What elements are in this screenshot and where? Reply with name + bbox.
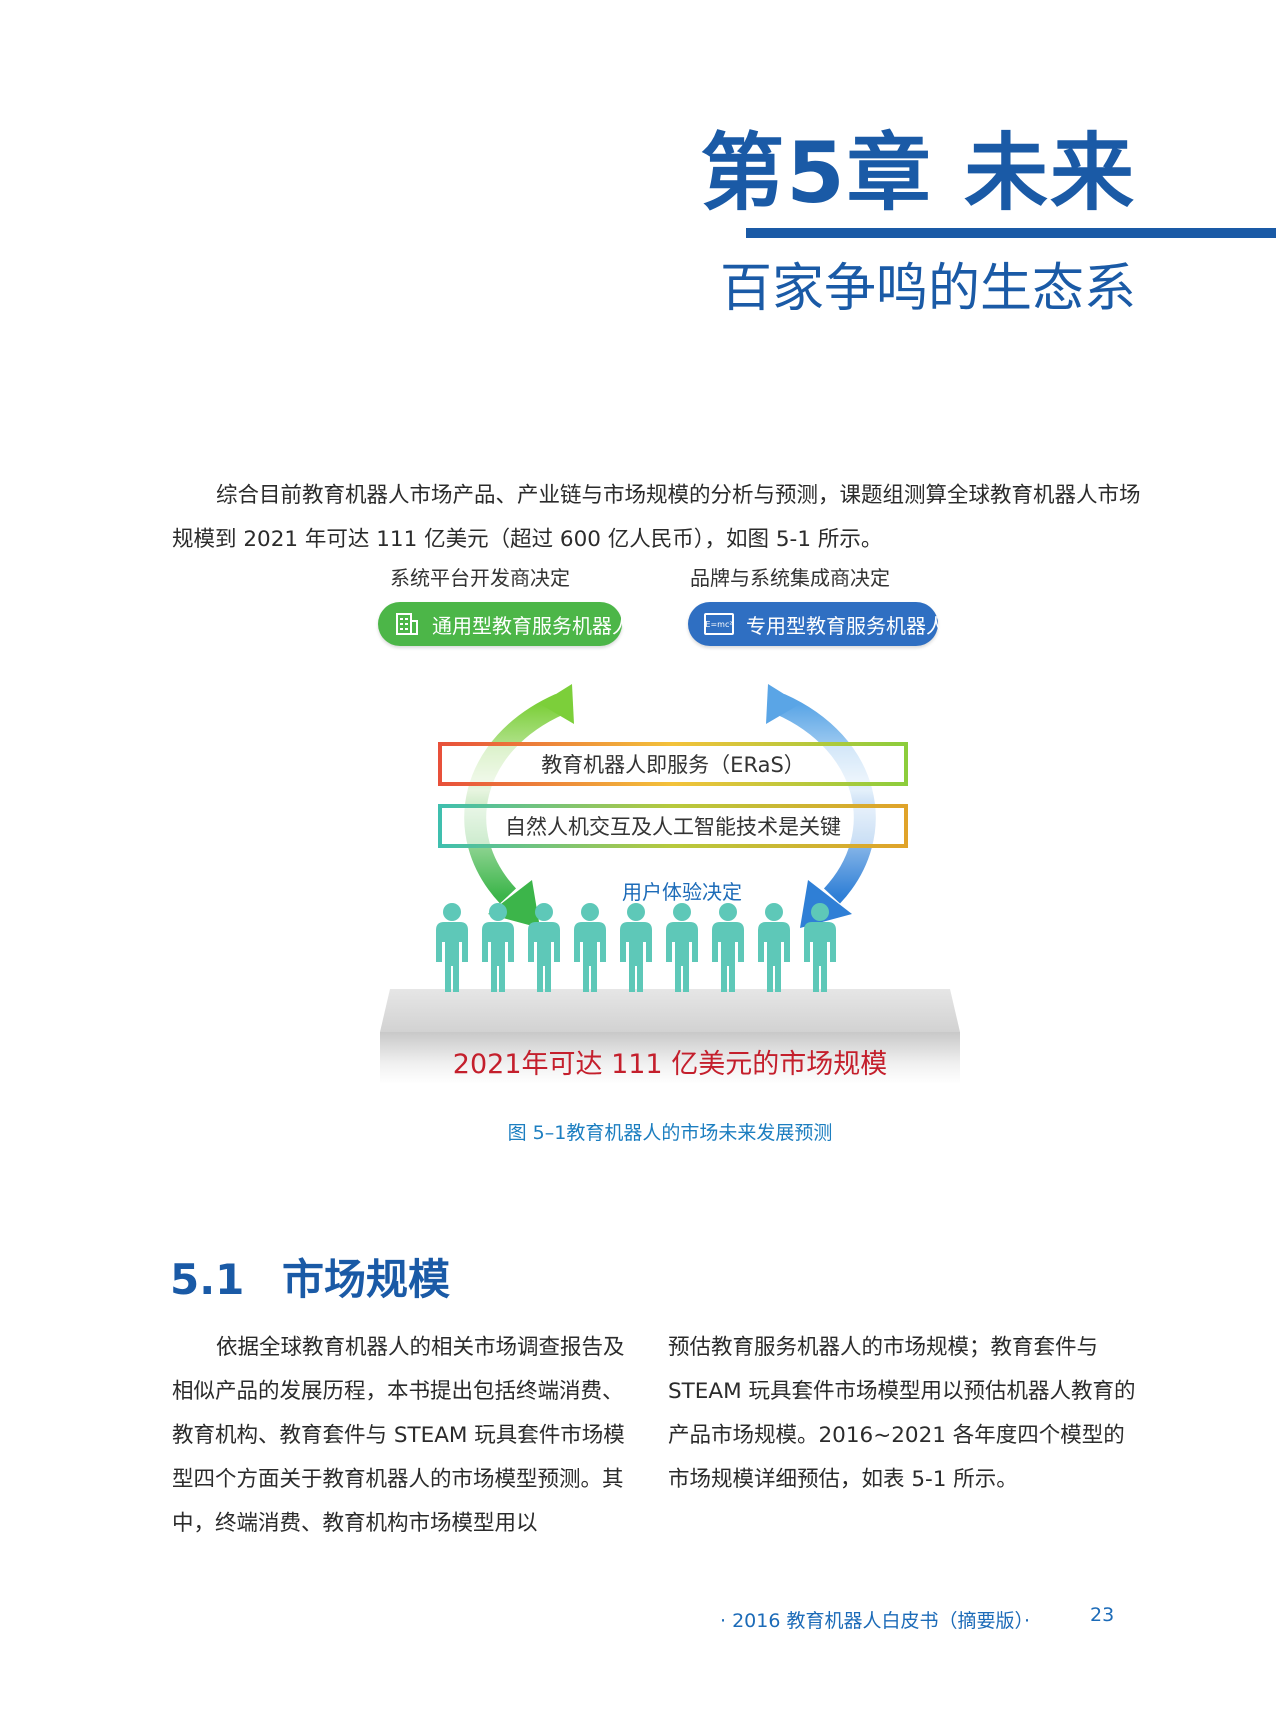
section-title: 市场规模 — [282, 1255, 451, 1304]
market-size-text: 2021年可达 111 亿美元的市场规模 — [452, 1049, 888, 1080]
blue-cycle-arrow — [775, 693, 876, 904]
user-figure — [712, 903, 744, 992]
user-figure — [574, 903, 606, 992]
market-forecast-figure: 系统平台开发商决定 品牌与系统集成商决定 通用型教育服务机器人 E=mc² 专用… — [360, 566, 980, 1154]
blackboard-formula-icon: E=mc² — [704, 613, 734, 635]
eras-band-label: 教育机器人即服务（ERaS） — [541, 753, 805, 777]
page-number: 23 — [1090, 1604, 1115, 1626]
special-robot-pill: E=mc² 专用型教育服务机器人 — [688, 602, 946, 646]
green-arrow-head-top — [540, 684, 574, 724]
chapter-title: 第5章 未来 — [700, 124, 1136, 222]
figure-caption: 图 5–1教育机器人的市场未来发展预测 — [507, 1122, 833, 1144]
user-figures — [436, 903, 836, 992]
user-figure — [804, 903, 836, 992]
general-robot-label: 通用型教育服务机器人 — [432, 613, 632, 638]
eras-band-border — [438, 742, 908, 786]
general-robot-pill: 通用型教育服务机器人 — [378, 602, 632, 646]
left-top-label: 系统平台开发商决定 — [390, 566, 570, 590]
chapter-divider — [746, 228, 1276, 238]
user-figure — [528, 903, 560, 992]
platform-front — [380, 1032, 960, 1084]
user-figure — [666, 903, 698, 992]
footer-title: · 2016 教育机器人白皮书（摘要版）· — [720, 1610, 1031, 1632]
intro-paragraph: 综合目前教育机器人市场产品、产业链与市场规模的分析与预测，课题组测算全球教育机器… — [172, 483, 1141, 552]
platform-top — [380, 989, 960, 1032]
green-cycle-arrow — [464, 693, 565, 904]
special-robot-label: 专用型教育服务机器人 — [746, 613, 946, 638]
ai-band-border — [438, 804, 908, 848]
section-number: 5.1 — [170, 1255, 245, 1304]
user-figure — [482, 903, 514, 992]
building-icon — [396, 613, 418, 635]
user-figure — [436, 903, 468, 992]
user-figure — [620, 903, 652, 992]
ai-band-label: 自然人机交互及人工智能技术是关键 — [505, 815, 841, 839]
right-top-label: 品牌与系统集成商决定 — [690, 566, 890, 590]
user-experience-label: 用户体验决定 — [622, 880, 742, 904]
figure-graphics — [380, 684, 960, 1084]
body-left-column: 依据全球教育机器人的相关市场调查报告及相似产品的发展历程，本书提出包括终端消费、… — [172, 1335, 625, 1536]
blue-arrow-head-top — [766, 684, 800, 724]
chapter-subtitle: 百家争鸣的生态系 — [719, 259, 1136, 319]
body-right-column: 预估教育服务机器人的市场规模；教育套件与 STEAM 玩具套件市场模型用以预估机… — [668, 1335, 1136, 1492]
section-heading: 5.1 市场规模 — [170, 1250, 450, 1310]
user-figure — [758, 903, 790, 992]
